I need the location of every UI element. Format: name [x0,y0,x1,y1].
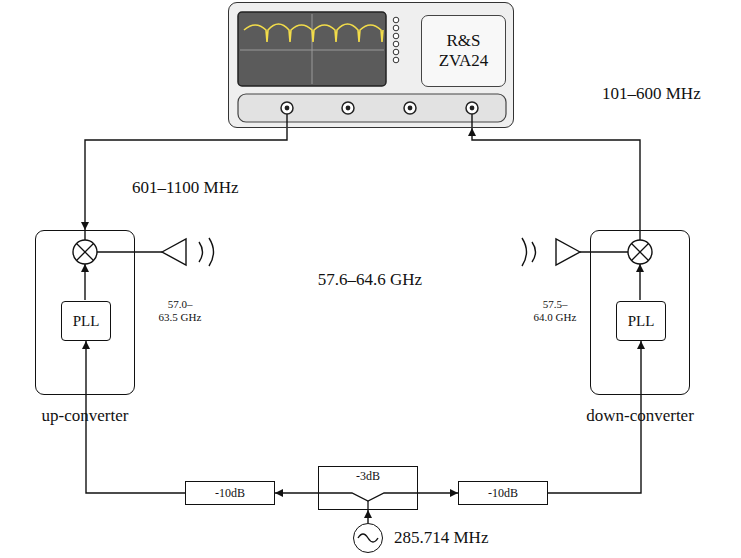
port-connector [404,102,416,114]
oscillator-circle: 285.714 MHz [353,523,383,553]
instrument-button [393,41,399,47]
attenuator-box: -10dB [185,481,275,505]
rf-wire [580,251,628,252]
port-connector [346,106,351,111]
mixer-symbol [77,244,94,261]
converter-housing: up-converterPLL [35,230,135,395]
sine-symbol [358,534,378,542]
frequency-label: 57.6–64.6 GHz [318,270,422,290]
instrument-button [393,57,399,63]
signal-connector [367,510,368,523]
attenuator-box: -10dB [458,481,548,505]
signal-wire [84,230,85,240]
mixer-symbol [77,244,94,261]
screen-grid [240,50,384,51]
antenna-symbol [162,239,186,265]
radio-wave [199,242,203,262]
signal-connector [472,128,640,230]
instrument-button [393,17,399,23]
pll-box: PLL [616,301,666,341]
instrument-body [228,2,514,128]
rf-wire [97,251,162,252]
lo-wire [84,264,85,300]
node-label: -10dB [488,486,518,500]
splitter-box: -3dB [318,466,418,510]
instrument-screen [238,12,386,86]
node-label: PLL [73,312,100,330]
radio-wave [209,238,214,266]
node-label: down-converter [586,406,694,426]
node-label: -10dB [215,486,245,500]
screen-trace [244,24,383,42]
instrument-button [393,33,399,39]
mixer-symbol [632,244,649,261]
node-label: up-converter [42,406,129,426]
signal-wire [639,230,640,240]
mixer-symbol [73,240,97,264]
radio-wave [522,238,527,266]
port-panel [238,94,506,122]
screen-grid [312,14,313,84]
mixer-symbol [632,244,649,261]
port-connector [408,106,413,111]
antenna-symbol [556,239,580,265]
node-label: 285.714 MHz [394,528,488,548]
oscillator-fill [353,523,383,553]
signal-connector [85,128,287,230]
signal-connector [275,492,318,493]
label-panel: R&S ZVA24 [421,15,506,87]
port-connector [466,102,478,114]
frequency-label: 57.5– 64.0 GHz [532,298,578,324]
converter-housing: down-converterPLL [590,230,690,395]
port-wire [286,114,287,128]
node-label: PLL [628,312,655,330]
port-wire [471,114,472,128]
node-label: R&S ZVA24 [437,31,490,72]
port-connector [285,106,290,111]
port-connector [470,106,475,111]
signal-label: 601–1100 MHz [132,178,239,198]
splitter-symbol [367,501,368,510]
instrument-button [393,49,399,55]
frequency-label: 57.0– 63.5 GHz [157,298,203,324]
instrument-button [393,25,399,31]
port-connector [342,102,354,114]
splitter-symbol [318,493,418,501]
port-connector [281,102,293,114]
signal-label: 101–600 MHz [602,84,701,104]
pll-box: PLL [61,301,111,341]
lo-wire [639,264,640,300]
mixer-symbol [628,240,652,264]
radio-wave [532,242,536,262]
signal-connector [418,492,458,493]
instrument-box: R&S ZVA24 [228,2,514,128]
node-label: -3dB [356,469,380,483]
